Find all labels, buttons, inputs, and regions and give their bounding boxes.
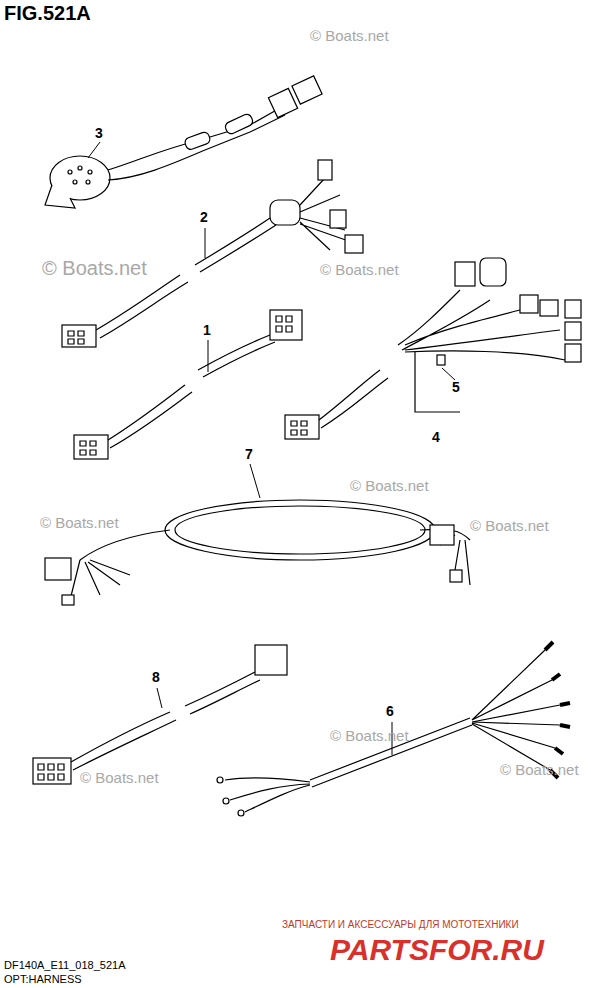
callout-number: 4 (432, 430, 440, 444)
harness-4 (285, 258, 581, 439)
watermark: © Boats.net (500, 762, 579, 777)
callout-number: 1 (203, 323, 211, 337)
drawing-code: DF140A_E11_018_521A (4, 960, 126, 971)
harness-8 (33, 645, 287, 784)
watermark: © Boats.net (80, 770, 159, 785)
callout-number: 6 (386, 704, 394, 718)
watermark: © Boats.net (40, 515, 119, 530)
callout-number: 2 (200, 210, 208, 224)
watermark: © Boats.net (320, 262, 399, 277)
brand-tagline: ЗАПЧАСТИ И АКСЕССУАРЫ ДЛЯ МОТОТЕХНИКИ (282, 920, 519, 930)
harness-2 (62, 160, 363, 347)
callout-number: 5 (452, 380, 460, 394)
brand-logo: PARTSFOR.RU (330, 935, 544, 965)
leader-lines (88, 142, 455, 755)
sensor-harness (45, 76, 322, 208)
section-name: OPT:HARNESS (4, 974, 82, 985)
watermark: © Boats.net (330, 728, 409, 743)
watermark: © Boats.net (42, 258, 147, 278)
callout-number: 3 (95, 126, 103, 140)
callout-number: 7 (245, 447, 253, 461)
harness-1 (74, 310, 302, 459)
figure-title: FIG.521A (4, 3, 91, 23)
watermark: © Boats.net (350, 478, 429, 493)
watermark: © Boats.net (310, 28, 389, 43)
callout-number: 8 (152, 670, 160, 684)
watermark: © Boats.net (470, 518, 549, 533)
harness-6 (217, 642, 570, 816)
